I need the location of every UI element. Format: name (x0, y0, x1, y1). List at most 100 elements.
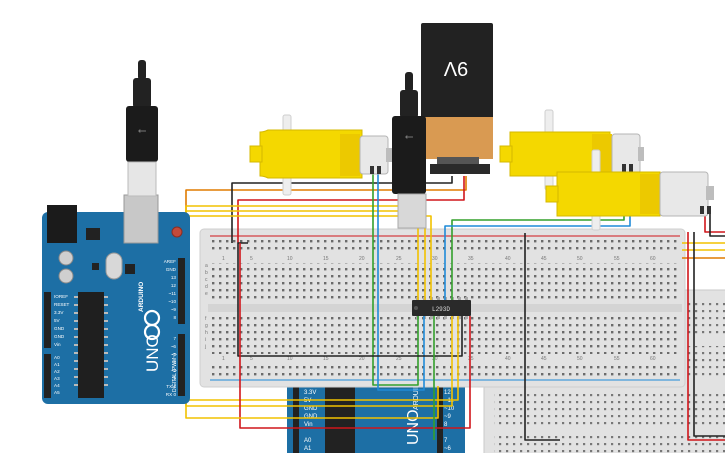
arduino-model-label: UNO (143, 334, 162, 372)
pin-label: Vin (54, 342, 61, 347)
usb-icon: ⭠ (138, 125, 147, 137)
breadboard-row-letter: j (204, 344, 206, 350)
pin-label: GND (54, 326, 65, 331)
breadboard-column-number: 25 (396, 356, 402, 362)
pin-label: RESET (54, 302, 70, 307)
arduino-2-brand-label: ARDUINO (413, 377, 420, 410)
arduino-2-pin-label: A1 (304, 446, 312, 452)
wire-black[interactable] (524, 233, 560, 441)
pin-label: IOREF (54, 294, 68, 299)
dc-motor-right-top[interactable] (499, 109, 644, 191)
breadboard-row-letter: h (205, 330, 208, 336)
breadboard-row-letter: c (205, 277, 208, 283)
reset-button[interactable] (171, 226, 183, 238)
breadboard-column-number: 1 (222, 256, 225, 262)
power-header (44, 292, 51, 348)
breadboard-column-number: 35 (468, 256, 474, 262)
crystal (105, 252, 123, 280)
pin-label: A2 (54, 369, 60, 374)
voltage-regulator (86, 228, 100, 240)
breadboard-row-letter: i (205, 337, 206, 343)
breadboard-row-letter: f (205, 316, 207, 322)
arduino-2-pin-label: ~9 (444, 414, 452, 420)
breadboard-column-number: 10 (287, 356, 293, 362)
arduino-2-pin-label: ~10 (444, 406, 455, 412)
pin-label: RX 0 (166, 392, 177, 397)
pin-label: A4 (54, 383, 60, 388)
pin-label: 5V (54, 318, 61, 323)
wire-red[interactable] (237, 176, 465, 243)
pin-label: ~3 (171, 368, 177, 373)
pin-label: 4 (173, 360, 176, 365)
breadboard-column-number: 5 (250, 356, 253, 362)
breadboard-column-number: 40 (505, 356, 511, 362)
wire-black[interactable] (237, 242, 463, 357)
wire-green[interactable] (372, 172, 419, 386)
plug-icon: ⭠ (405, 131, 414, 143)
barrel-plug-cable[interactable]: ⭠ (392, 72, 427, 229)
breadboard-column-number: 20 (359, 256, 365, 262)
pin-label: 2 (173, 376, 176, 381)
breadboard-column-number: 35 (468, 356, 474, 362)
arduino-brand-label: ARDUINO (138, 282, 145, 312)
breadboard-column-number: 20 (359, 356, 365, 362)
arduino-logo (143, 309, 161, 341)
breadboard-row-letter: a (205, 263, 208, 269)
pin-label: A3 (54, 376, 60, 381)
arduino-2-pin-label: Vin (304, 422, 313, 428)
usb-port (123, 194, 159, 244)
breadboard-column-number: 60 (650, 356, 656, 362)
breadboard-column-number: 1 (222, 356, 225, 362)
breadboard-column-number: 55 (614, 356, 620, 362)
pin-label: AREF (164, 259, 176, 264)
pin-label: ~11 (169, 291, 177, 296)
arduino-2-pin-label: 5V (304, 398, 311, 404)
wire-red[interactable] (239, 243, 471, 429)
arduino-2-pin-label: 7 (444, 438, 448, 444)
breadboard-column-number: 40 (505, 256, 511, 262)
dc-motor-left[interactable] (249, 114, 392, 196)
capacitor (58, 250, 74, 266)
arduino-2-pin-label: ~6 (444, 446, 452, 452)
digital-header-label: DIGITAL (PWM~) (172, 353, 178, 392)
microcontroller-chip (78, 292, 104, 398)
dc-motor-right-bottom[interactable] (545, 149, 714, 231)
chip-label: L293D (432, 306, 450, 313)
breadboard-row-letter: b (205, 270, 208, 276)
breadboard-column-number: 10 (287, 256, 293, 262)
pin-label: 7 (173, 336, 176, 341)
breadboard-column-number: 50 (577, 356, 583, 362)
breadboard-row-letter: e (205, 291, 208, 297)
pin-label: 12 (171, 283, 177, 288)
digital-header-bottom (178, 334, 185, 396)
digital-header-top (178, 258, 185, 324)
breadboard-row-letter: g (205, 323, 208, 329)
arduino-uno-main[interactable]: ARDUINO UNO DIGITAL (PWM~) IOREF RESET 3… (42, 194, 190, 404)
battery-9v[interactable]: 9V (421, 23, 493, 174)
wire-red[interactable] (687, 232, 725, 441)
pin-label: A5 (54, 390, 60, 395)
wire-black[interactable] (709, 214, 725, 237)
analog-header (44, 354, 51, 398)
capacitor (58, 268, 74, 284)
pin-label: A1 (54, 362, 60, 367)
wire-black[interactable] (231, 176, 453, 243)
usb-cable[interactable]: ⭠ (126, 60, 158, 197)
pin-label: ~9 (171, 307, 177, 312)
breadboard-column-number: 55 (614, 256, 620, 262)
pin-label: 3.3V (54, 310, 64, 315)
pin-label: TX 1 (166, 384, 176, 389)
breadboard-row-letter: d (205, 284, 208, 290)
dc-jack (47, 205, 77, 243)
breadboard-column-number: 60 (650, 256, 656, 262)
wire-red[interactable] (704, 214, 725, 233)
breadboard-column-number: 30 (432, 256, 438, 262)
wires[interactable] (185, 170, 725, 441)
l293d-driver-chip[interactable]: L293D (412, 297, 471, 319)
arduino-2-pin-label: ~11 (444, 398, 454, 404)
wire-black[interactable] (693, 232, 725, 437)
wire-blue[interactable] (377, 172, 425, 391)
breadboard-column-number: 15 (323, 256, 329, 262)
pin-label: GND (166, 267, 177, 272)
